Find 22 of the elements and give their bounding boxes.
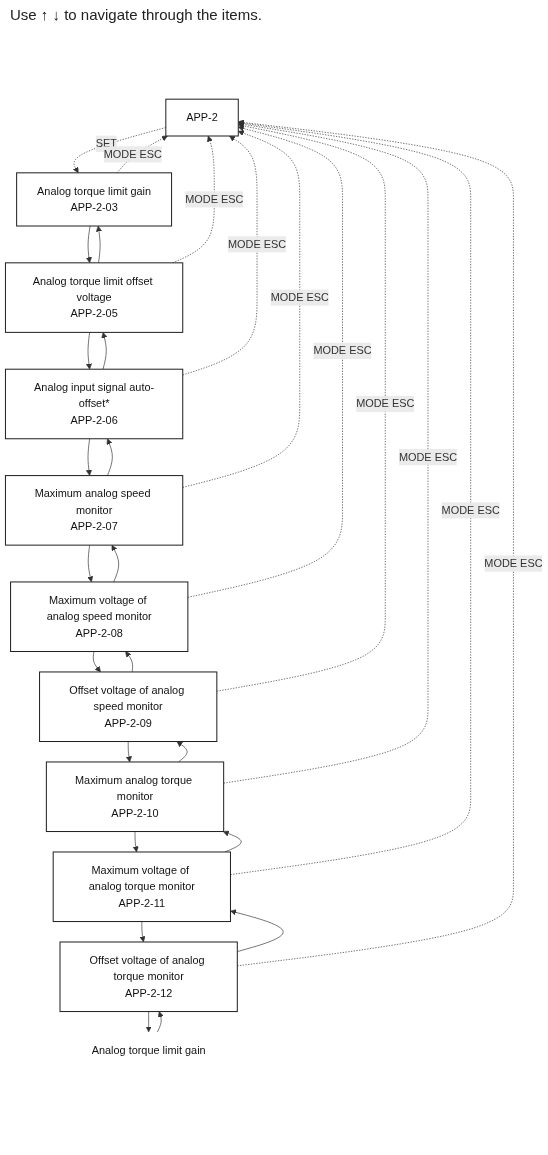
node-box: APP-2 [165,98,239,137]
edge-label: MODE ESC [484,557,543,569]
edge-label: SET [95,137,117,150]
edge-label: MODE ESC [398,451,458,463]
node-box: Analog input signal auto-offset* APP-2-06 [4,368,184,440]
node-box: Maximum voltage of analog speed monitor APP-2-08 [10,581,189,652]
node-box: Maximum analog speed monitor APP-2-07 [4,475,184,546]
edge-label: MODE ESC [270,291,329,304]
edge-label: MODE ESC [441,504,500,516]
node-box: Analog torque limit gain APP-2-03 [16,172,173,227]
edge-label: MODE ESC [103,148,162,160]
node-box: Maximum analog torque monitor APP-2-10 [45,761,225,833]
node-text: Analog torque limit gain [91,1044,206,1056]
node-box: Maximum voltage of analog torque monitor APP-2-11 [52,851,231,923]
edge-label: MODE ESC [185,193,244,205]
node-box: Analog torque limit offset voltage APP-2-05 [4,262,184,333]
edge-label: MODE ESC [227,238,287,250]
edge-label: MODE ESC [313,344,372,357]
edge-label: MODE ESC [356,397,415,410]
node-box: Offset voltage of analog torque monitor APP-2-12 [59,941,238,1013]
node-box: Offset voltage of analog speed monitor APP-2-09 [39,671,218,743]
note-text: Use ↑ ↓ to navigate through the items. [10,6,263,23]
